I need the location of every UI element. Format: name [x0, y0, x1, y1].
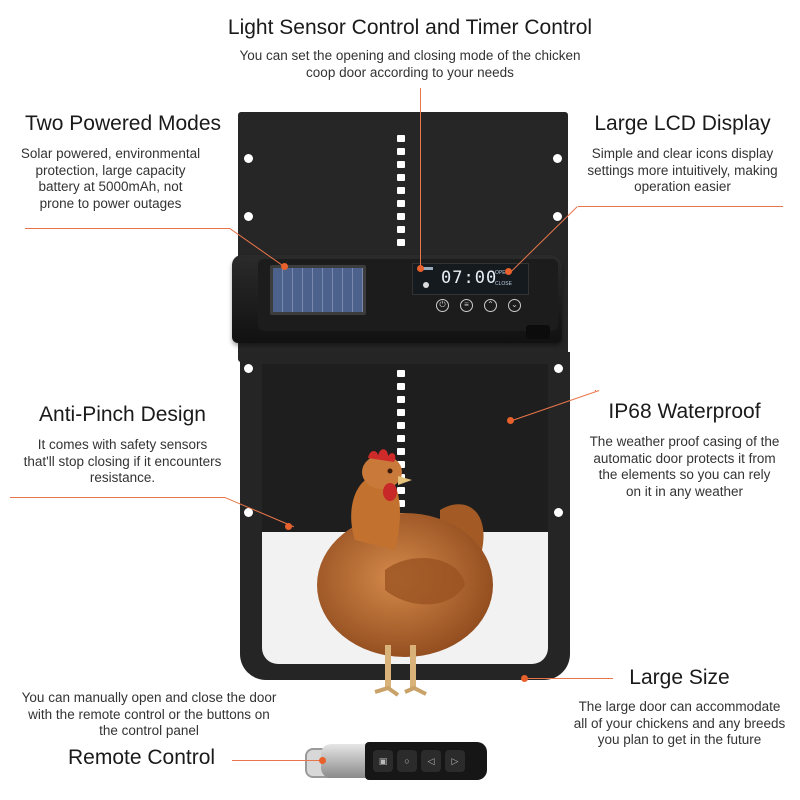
desc-line: the control panel: [99, 723, 199, 738]
callout-line-remote: [232, 760, 322, 761]
desc-line: The weather proof casing of the: [589, 434, 780, 449]
battery-latch: [526, 325, 550, 339]
desc-line: automatic door protects it from: [593, 450, 776, 466]
up-button[interactable]: ⌃: [484, 299, 497, 312]
desc-line: settings more intuitively, making: [587, 162, 778, 178]
desc-line: prone to power outages: [39, 195, 182, 211]
feature-desc: It comes with safety sensors that'll sto…: [10, 437, 235, 487]
down-arrow-icon: ⌄: [511, 300, 518, 309]
menu-button[interactable]: ≡: [460, 299, 473, 312]
feature-title: Large LCD Display: [594, 112, 771, 135]
callout-line-light-sensor: [420, 88, 421, 268]
callout-dot-anti-pinch: [285, 523, 292, 530]
callout-dot-large-size: [521, 675, 528, 682]
remote-body: ▣ ○ ◁ ▷: [365, 742, 487, 780]
lock-icon: ▣: [378, 756, 388, 766]
menu-icon: ≡: [464, 300, 469, 309]
callout-dot-lcd: [505, 268, 512, 275]
desc-line: the elements so you can rely: [598, 467, 771, 482]
callout-line-two-modes: [25, 228, 230, 229]
remote-control-device: ▣ ○ ◁ ▷: [305, 740, 490, 780]
desc-line: resistance.: [89, 470, 156, 485]
mount-hole: [553, 212, 562, 221]
desc-line: operation easier: [634, 179, 731, 194]
remote-circle-button[interactable]: ○: [397, 750, 417, 772]
power-icon: ⏻: [439, 300, 446, 309]
remote-left-button[interactable]: ◁: [421, 750, 441, 772]
feature-desc: The large door can accommodate all of yo…: [562, 699, 797, 749]
feature-lcd: Large LCD Display Simple and clear icons…: [570, 112, 795, 196]
feature-remote-desc: You can manually open and close the door…: [4, 690, 294, 740]
mount-hole: [244, 364, 253, 373]
feature-desc: You can set the opening and closing mode…: [180, 48, 640, 81]
feature-desc: Simple and clear icons display settings …: [570, 146, 795, 196]
feature-title: Two Powered Modes: [24, 112, 222, 135]
power-button[interactable]: ⏻: [436, 299, 449, 312]
desc-line: coop door according to your needs: [306, 64, 514, 80]
light-sensor: [423, 282, 429, 288]
arrow-left-icon: ◁: [427, 756, 435, 766]
desc-line: You can manually open and close the door: [21, 690, 277, 705]
door-slide: [262, 364, 548, 539]
remote-metal-cap: [321, 744, 371, 778]
door-rail-top: [397, 135, 405, 260]
feature-title: IP68 Waterproof: [608, 400, 761, 423]
desc-line: You can set the opening and closing mode…: [239, 48, 581, 63]
lcd-close-tag: CLOSE: [495, 281, 512, 287]
callout-line-anti-pinch: [10, 497, 225, 498]
mount-hole: [244, 154, 253, 163]
desc-line: Simple and clear icons display: [591, 146, 774, 161]
lcd-screen: 07:00 OPEN CLOSE: [412, 263, 529, 295]
desc-line: with the remote control or the buttons o…: [28, 706, 270, 722]
desc-line: battery at 5000mAh, not: [38, 179, 183, 194]
callout-line-large-size: [528, 678, 613, 679]
callout-dot-light-sensor: [417, 265, 424, 272]
feature-two-modes: Two Powered Modes Solar powered, environ…: [8, 112, 238, 212]
remote-lock-button[interactable]: ▣: [373, 750, 393, 772]
circle-icon: ○: [404, 756, 410, 766]
callout-dot-two-modes: [281, 263, 288, 270]
feature-desc: The weather proof casing of the automati…: [572, 434, 797, 500]
desc-line: that'll stop closing if it encounters: [23, 453, 222, 469]
feature-title: Large Size: [629, 666, 730, 689]
feature-waterproof: IP68 Waterproof The weather proof casing…: [572, 400, 797, 500]
callout-line-lcd: [578, 206, 783, 207]
desc-line: protection, large capacity: [35, 162, 186, 178]
mount-hole: [554, 508, 563, 517]
down-button[interactable]: ⌄: [508, 299, 521, 312]
desc-line: all of your chickens and any breeds: [573, 715, 786, 731]
callout-dot-remote: [319, 757, 326, 764]
mount-hole: [553, 154, 562, 163]
remote-right-button[interactable]: ▷: [445, 750, 465, 772]
desc-line: The large door can accommodate: [578, 699, 781, 714]
feature-desc: Solar powered, environmental protection,…: [8, 146, 213, 212]
lcd-signal-icon: [419, 267, 433, 270]
callout-dot-waterproof: [507, 417, 514, 424]
feature-remote-title: Remote Control: [68, 746, 216, 769]
desc-line: Solar powered, environmental: [20, 146, 201, 161]
desc-line: on it in any weather: [625, 483, 744, 499]
feature-large-size: Large Size The large door can accommodat…: [562, 666, 797, 749]
up-arrow-icon: ⌃: [487, 300, 494, 309]
lcd-open-tag: OPEN: [495, 270, 510, 276]
feature-title: Light Sensor Control and Timer Control: [227, 16, 593, 39]
mount-hole: [244, 212, 253, 221]
desc-line: It comes with safety sensors: [37, 437, 208, 452]
mount-hole: [554, 364, 563, 373]
chicken-illustration: [317, 449, 493, 697]
feature-title: Anti-Pinch Design: [39, 403, 206, 426]
lcd-time: 07:00: [441, 268, 498, 288]
arrow-right-icon: ▷: [451, 756, 459, 766]
mount-hole: [244, 508, 253, 517]
solar-panel: [270, 265, 366, 315]
feature-light-sensor: Light Sensor Control and Timer Control Y…: [180, 16, 640, 81]
desc-line: you plan to get in the future: [597, 732, 762, 747]
feature-anti-pinch: Anti-Pinch Design It comes with safety s…: [10, 403, 235, 487]
